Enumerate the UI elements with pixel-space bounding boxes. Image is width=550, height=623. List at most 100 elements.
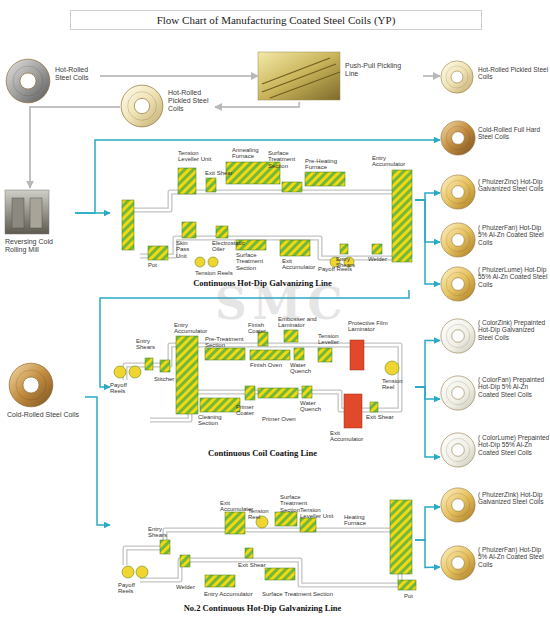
flow-arrow bbox=[415, 387, 440, 399]
part-label: Exit Shear bbox=[238, 562, 270, 568]
rolling-mill-photo bbox=[30, 198, 42, 228]
line-equipment bbox=[160, 360, 170, 372]
line-equipment bbox=[265, 568, 295, 580]
reel bbox=[385, 361, 399, 375]
part-label: Protective Film Laminator bbox=[348, 320, 388, 333]
line-equipment bbox=[302, 386, 312, 398]
coil-image bbox=[441, 175, 475, 209]
line-equipment bbox=[180, 555, 190, 567]
flow-arrow bbox=[215, 102, 299, 107]
part-label: Entry Shears bbox=[136, 338, 164, 351]
line-equipment bbox=[200, 398, 240, 412]
rolling-mill-photo bbox=[5, 190, 49, 234]
part-label: Stitcher bbox=[154, 376, 182, 382]
part-label: Entry Accumulator bbox=[372, 155, 412, 168]
line-equipment bbox=[258, 388, 298, 398]
part-label: Surface Treatment Section bbox=[268, 150, 308, 169]
reel bbox=[195, 257, 205, 267]
part-label: Tension Reels bbox=[195, 270, 239, 276]
flow-arrow bbox=[30, 107, 120, 188]
node-text: Cold-Rolled Full Hard Steel Coils bbox=[478, 126, 550, 141]
part-label: Annealing Furnace bbox=[232, 147, 272, 160]
flow-arrow bbox=[423, 75, 440, 77]
part-label: Tension Reel bbox=[382, 378, 414, 391]
part-label: Tension Reel bbox=[248, 508, 276, 521]
node-text: Continuous Coil Coating Line bbox=[110, 448, 415, 458]
coil-image bbox=[6, 59, 50, 103]
part-label: Entry Shears bbox=[336, 256, 366, 269]
product-node: ( ColorFan) Prepainted Hot-Dip 5% Al-Zn … bbox=[440, 370, 550, 428]
product-node: ( ColorLume) Prepainted Hot-Dip 55% Al-Z… bbox=[440, 428, 550, 486]
node-text: ( ColorZink) Prepainted Hot-Dip Galvaniz… bbox=[478, 319, 550, 341]
part-label: Skin Pass Unit bbox=[176, 240, 200, 259]
coil-image bbox=[441, 319, 475, 353]
node-text: ( PhuizerZinc) Hot-Dip Galvanized Steel … bbox=[478, 178, 550, 193]
steel-strip bbox=[128, 192, 402, 258]
product-node: ( PhuizerLume) Hot-Dip 55% Al-Zn Coated … bbox=[440, 262, 550, 306]
flow-arrow bbox=[415, 200, 440, 242]
part-label: Water Quench bbox=[300, 400, 332, 413]
part-label: Exit Accumulator bbox=[282, 258, 316, 271]
line-equipment bbox=[340, 244, 348, 254]
line-equipment bbox=[250, 350, 290, 360]
process-line: Continuous Coil Coating Line bbox=[110, 315, 415, 460]
flow-arrow bbox=[100, 75, 258, 77]
reel bbox=[114, 366, 126, 378]
line-equipment bbox=[160, 540, 170, 554]
flow-arrow bbox=[415, 341, 440, 388]
pickling-line-photo bbox=[258, 52, 340, 100]
node-text: Hot-Rolled Steel Coils bbox=[55, 66, 100, 82]
node-text: Push-Pull Pickling Line bbox=[345, 62, 415, 78]
part-label: Water Quench bbox=[290, 362, 324, 375]
chart-title: Flow Chart of Manufacturing Coated Steel… bbox=[70, 10, 482, 30]
line-equipment bbox=[318, 348, 332, 362]
coil-image bbox=[441, 376, 475, 410]
coil-image bbox=[441, 121, 475, 155]
line-equipment bbox=[148, 246, 168, 260]
line-equipment bbox=[206, 178, 216, 192]
flow-arrow bbox=[415, 540, 440, 568]
product-node: ( ColorZink) Prepainted Hot-Dip Galvaniz… bbox=[440, 313, 550, 368]
part-label: Exit Shear bbox=[366, 414, 396, 420]
part-label: Payoff Reels bbox=[110, 382, 140, 395]
coil-image bbox=[441, 223, 475, 257]
part-label: Exit Accumulator bbox=[220, 500, 250, 513]
part-label: Finish Oven bbox=[250, 362, 284, 368]
part-label: Entry Accumulator bbox=[204, 591, 262, 597]
line-equipment bbox=[205, 575, 235, 587]
part-label: Primer Coater bbox=[236, 404, 268, 417]
pickling-line-photo bbox=[262, 58, 340, 98]
flow-arrow bbox=[415, 387, 440, 457]
line-equipment bbox=[344, 394, 362, 428]
node-text: Hot-Rolled Pickled Steel Coils bbox=[168, 89, 215, 112]
line-equipment bbox=[350, 340, 364, 370]
rolling-mill-photo bbox=[12, 198, 24, 228]
line-equipment bbox=[205, 348, 245, 360]
coil-image bbox=[441, 546, 475, 580]
process-node: Reversing Cold Rolling Mill bbox=[3, 188, 75, 266]
line-equipment bbox=[280, 240, 310, 256]
line-equipment bbox=[392, 170, 412, 262]
part-label: Electrostatic Oiler bbox=[212, 240, 248, 253]
line-equipment bbox=[305, 172, 345, 186]
flow-arrow bbox=[85, 397, 110, 525]
node-text: Reversing Cold Rolling Mill bbox=[5, 238, 75, 254]
coil-image bbox=[441, 488, 475, 522]
reel bbox=[208, 257, 218, 267]
part-label: Exit Accumulator bbox=[330, 430, 370, 443]
part-label: Heating Furnace bbox=[344, 514, 386, 527]
line-equipment bbox=[390, 500, 412, 574]
line-equipment bbox=[300, 518, 316, 532]
coil-image bbox=[441, 433, 475, 467]
process-node: Push-Pull Pickling Line bbox=[258, 50, 423, 102]
node-text: ( PhuizerFan) Hot-Dip 5% Al-Zn Coated St… bbox=[478, 224, 550, 246]
part-label: Tension Leveller Unit bbox=[178, 150, 212, 163]
line-equipment bbox=[245, 548, 253, 558]
node-text: ( PhuizerFan) Hot-Dip 5% Al-Zn Coated St… bbox=[478, 546, 550, 568]
part-label: Pot bbox=[404, 593, 424, 599]
part-label: Pot bbox=[148, 262, 168, 268]
line-equipment bbox=[225, 512, 245, 534]
line-equipment bbox=[282, 182, 302, 192]
node-text: ( PhuizerLume) Hot-Dip 55% Al-Zn Coated … bbox=[478, 266, 550, 288]
